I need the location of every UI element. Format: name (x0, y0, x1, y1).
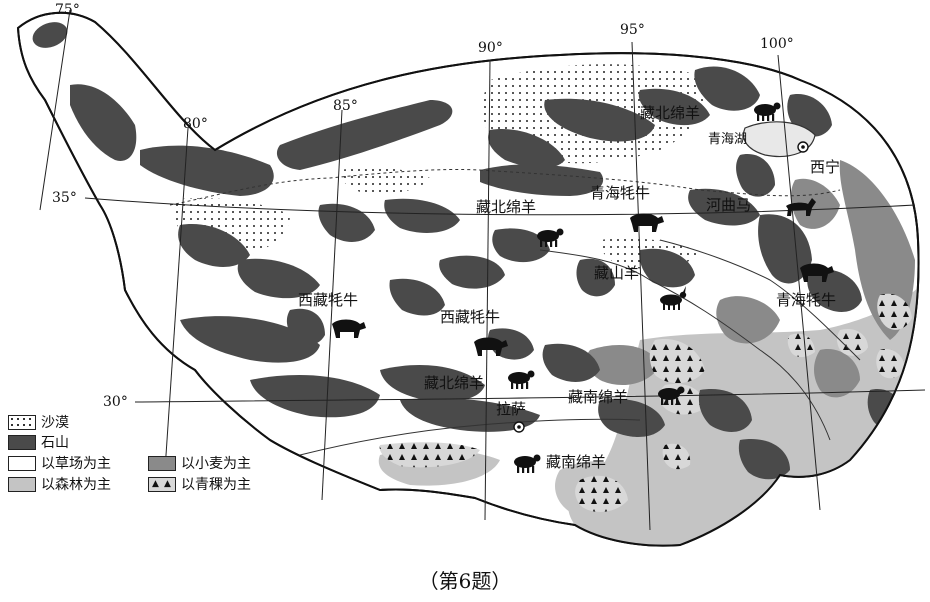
rocky-mountain-swatch (8, 434, 36, 450)
yak-icon (630, 213, 664, 232)
legend-wheat-label: 以小麦为主 (181, 456, 251, 472)
triangle-icon: ▲ (164, 478, 171, 489)
xining-marker (797, 141, 809, 153)
sheep-icon (514, 454, 541, 473)
legend-rocky-mountain: 石山 (8, 432, 69, 452)
yak-icon (332, 319, 366, 338)
legend-forest: 以森林为主 (8, 474, 111, 494)
legend-rocky-mountain-label: 石山 (41, 435, 69, 451)
legend-desert: 沙漠 (8, 412, 69, 432)
map-legend: 沙漠 石山 以草场为主 以小麦为主 以森林为主 ▲ ▲ 以青稞为主 (8, 412, 308, 516)
livestock-label: 藏南绵羊 (546, 453, 606, 471)
livestock-label: 西藏牦牛 (298, 291, 358, 309)
legend-wheat: 以小麦为主 (148, 453, 251, 473)
boundary-line (169, 168, 481, 206)
figure-caption: （第6题） (418, 569, 512, 593)
livestock-label: 藏山羊 (594, 264, 639, 282)
meridian-label-95: 95° (620, 22, 645, 38)
meridian-label-75: 75° (55, 2, 80, 18)
meridian-label-100: 100° (760, 36, 794, 52)
horse-icon (786, 198, 816, 216)
graticule (39, 9, 926, 531)
highland-barley-swatch: ▲ ▲ (148, 476, 176, 492)
lhasa-marker (513, 421, 525, 433)
rivers (299, 239, 861, 456)
qinghai-lake-label: 青海湖 (708, 132, 747, 147)
sheep-icon (658, 386, 685, 405)
legend-grassland-label: 以草场为主 (41, 456, 111, 472)
goat-icon (660, 286, 687, 310)
meridian-label-85: 85° (333, 98, 358, 114)
yak-icon (800, 263, 834, 282)
livestock-label: 青海牦牛 (776, 291, 836, 309)
livestock-label: 藏北绵羊 (640, 104, 700, 122)
livestock-label: 青海牦牛 (590, 184, 650, 202)
legend-grassland: 以草场为主 (8, 453, 111, 473)
livestock-label: 藏北绵羊 (476, 198, 536, 216)
livestock-label: 藏南绵羊 (568, 388, 628, 406)
sheep-icon (508, 370, 535, 389)
legend-desert-label: 沙漠 (41, 415, 69, 431)
parallel-label-35: 35° (52, 190, 77, 206)
lhasa-label: 拉萨 (496, 400, 526, 418)
legend-highland-barley: ▲ ▲ 以青稞为主 (148, 474, 251, 494)
parallel-label-30: 30° (103, 394, 128, 410)
meridian-label-90: 90° (478, 40, 503, 56)
boundary-line (479, 169, 841, 197)
livestock-label: 河曲马 (706, 196, 751, 214)
sheep-icon (537, 228, 564, 247)
forest-swatch (8, 476, 36, 492)
grassland-swatch (8, 455, 36, 471)
rocky-mountain-areas (20, 22, 905, 480)
yak-icon (474, 337, 508, 356)
livestock-label: 西藏牦牛 (440, 308, 500, 326)
livestock-label: 藏北绵羊 (424, 374, 484, 392)
desert-swatch (8, 414, 36, 430)
sheep-icon (754, 102, 781, 121)
meridian-label-80: 80° (183, 116, 208, 132)
legend-highland-barley-label: 以青稞为主 (181, 477, 251, 493)
wheat-swatch (148, 455, 176, 471)
triangle-icon: ▲ (152, 478, 159, 489)
plateau-outline (16, 11, 920, 547)
wheat-areas (585, 160, 915, 398)
xining-label: 西宁 (810, 158, 840, 176)
legend-forest-label: 以森林为主 (41, 477, 111, 493)
